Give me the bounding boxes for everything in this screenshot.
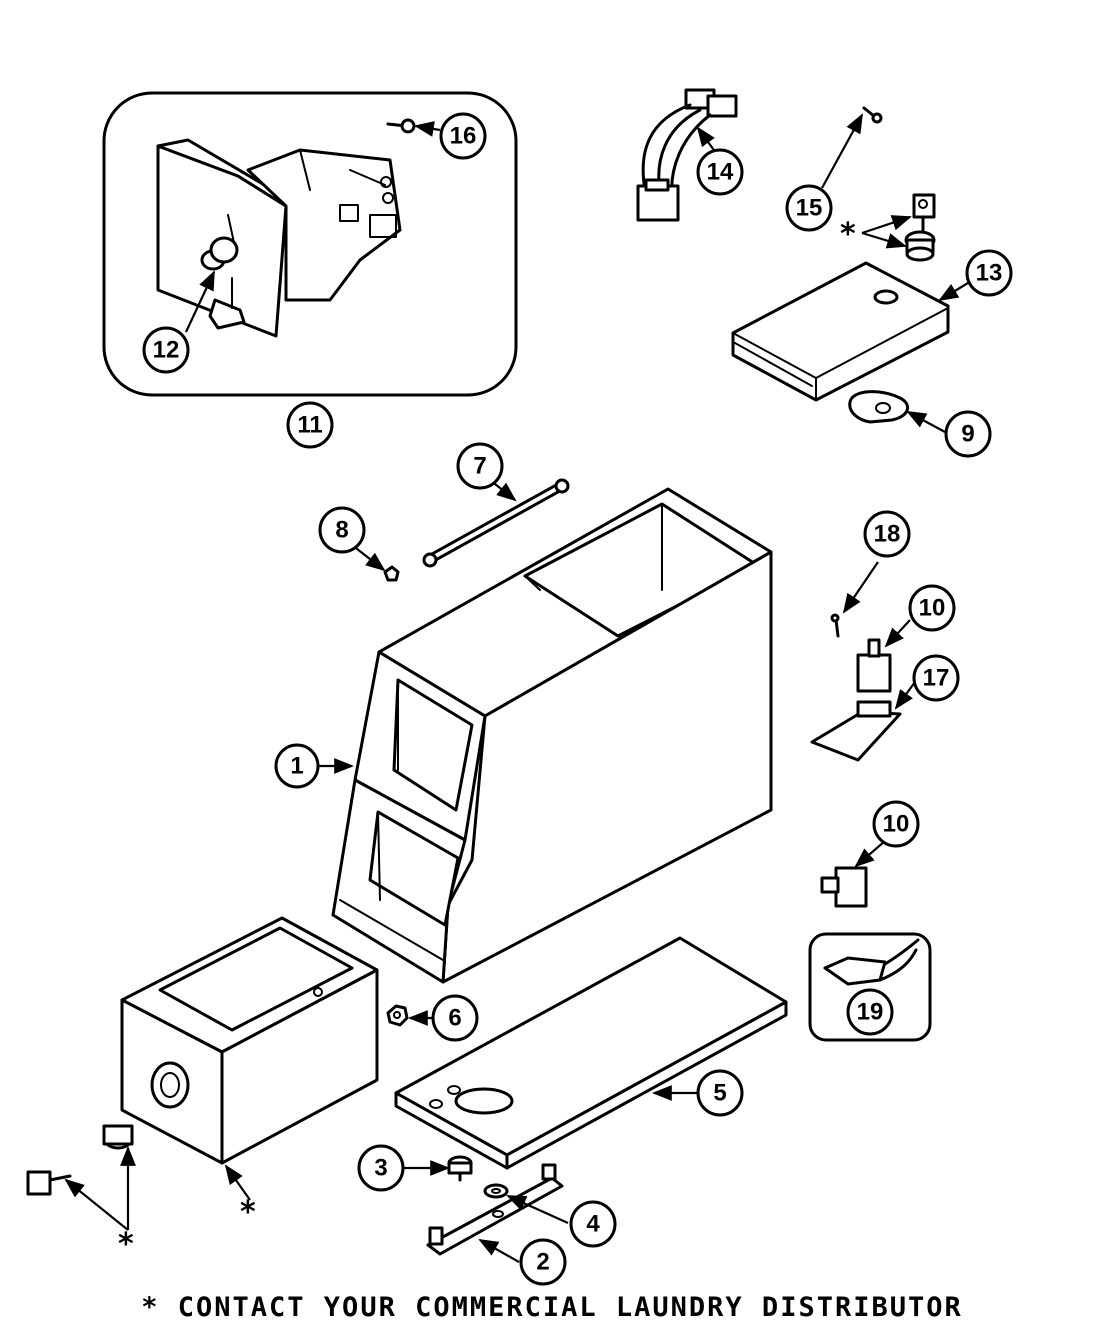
svg-text:16: 16 — [450, 123, 477, 150]
svg-text:15: 15 — [796, 195, 823, 222]
svg-text:9: 9 — [961, 421, 974, 448]
svg-text:5: 5 — [713, 1080, 726, 1107]
callout-19: 19 — [846, 988, 894, 1036]
svg-text:13: 13 — [976, 260, 1003, 287]
svg-text:10: 10 — [883, 811, 910, 838]
top-cover — [731, 261, 950, 424]
callout-10-upper: 10 — [908, 584, 956, 632]
coin-box: * * — [26, 916, 379, 1262]
callout-18: 18 — [863, 510, 911, 558]
callout-3: 3 — [357, 1144, 405, 1192]
svg-text:18: 18 — [874, 521, 901, 548]
callout-4: 4 — [569, 1200, 617, 1248]
asterisk-mark: * — [118, 1227, 134, 1262]
hinge-rod — [383, 478, 570, 582]
coin-mechanism-inset — [102, 91, 518, 397]
callout-13: 13 — [965, 249, 1013, 297]
callout-8: 8 — [318, 506, 366, 554]
svg-text:17: 17 — [923, 665, 950, 692]
svg-text:1: 1 — [290, 753, 303, 780]
svg-text:3: 3 — [374, 1155, 387, 1182]
svg-text:14: 14 — [707, 159, 734, 186]
hex-nut — [386, 1004, 409, 1027]
svg-text:10: 10 — [919, 595, 946, 622]
svg-text:12: 12 — [153, 337, 180, 364]
callout-11: 11 — [286, 401, 334, 449]
callout-1: 1 — [274, 743, 320, 789]
door-switch — [820, 866, 868, 908]
callout-9: 9 — [944, 410, 992, 458]
mounting-hardware — [426, 1155, 564, 1256]
callout-6: 6 — [431, 994, 479, 1042]
svg-text:6: 6 — [448, 1005, 461, 1032]
base-plate — [394, 936, 788, 1170]
callout-14: 14 — [696, 148, 744, 196]
callout-12: 12 — [142, 326, 190, 374]
svg-text:7: 7 — [473, 453, 486, 480]
svg-text:11: 11 — [297, 412, 322, 439]
screw-and-lock-parts: * — [840, 106, 936, 262]
svg-text:2: 2 — [536, 1249, 549, 1276]
switch-assembly — [810, 613, 902, 762]
leader-lines — [185, 113, 969, 1263]
wire-harness — [636, 88, 738, 222]
callout-17: 17 — [912, 654, 960, 702]
callout-5: 5 — [696, 1069, 744, 1117]
callout-2: 2 — [519, 1238, 567, 1286]
svg-text:8: 8 — [335, 517, 348, 544]
callout-15: 15 — [785, 184, 833, 232]
callout-7: 7 — [456, 442, 504, 490]
callout-10-lower: 10 — [872, 800, 920, 848]
wire-clip-inset — [808, 932, 932, 1042]
main-cabinet — [331, 487, 773, 984]
svg-text:4: 4 — [586, 1211, 600, 1238]
asterisk-mark: * — [240, 1195, 256, 1230]
callout-16: 16 — [439, 112, 487, 160]
asterisk-mark: * — [840, 217, 856, 252]
footnote: * CONTACT YOUR COMMERCIAL LAUNDRY DISTRI… — [141, 1292, 963, 1323]
svg-text:19: 19 — [857, 999, 884, 1026]
